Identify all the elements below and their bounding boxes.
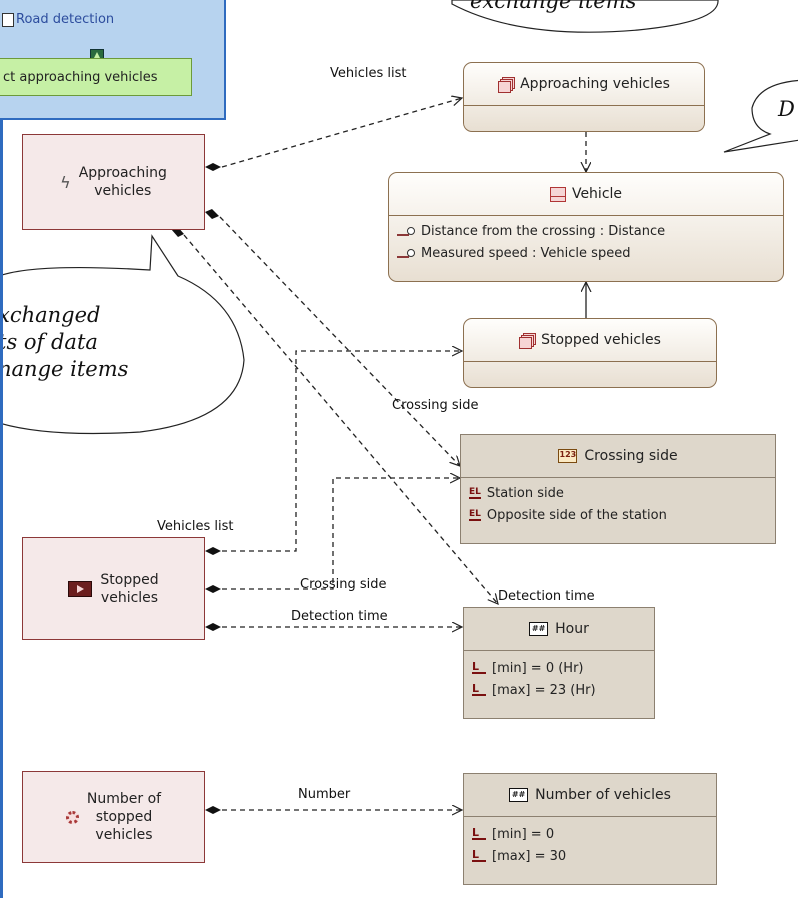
ei-approaching-line1: Approaching [78, 165, 167, 181]
ei-approaching-line2: vehicles [94, 183, 152, 199]
flow-icon [68, 580, 93, 597]
bubble-left-text-3: nange items [0, 357, 129, 381]
class-approaching-title: Approaching vehicles [520, 76, 670, 92]
class-vehicle-title: Vehicle [571, 186, 623, 202]
literal-row[interactable]: EL Opposite side of the station [461, 504, 775, 526]
enum-crossing-title: Crossing side [584, 448, 678, 464]
link-label-crossing-side-mid: Crossing side [392, 398, 479, 413]
function-box[interactable]: ct approaching vehicles [0, 58, 192, 96]
link-stopped-crossing [222, 478, 460, 590]
literal-label: [max] = 30 [492, 848, 567, 864]
bubble-top-text: exchange items [470, 0, 637, 13]
bubble-left-text-1: xchanged [0, 303, 101, 327]
exchange-item-number[interactable]: Number of stopped vehicles [22, 771, 205, 863]
literal-row[interactable]: L [min] = 0 [464, 823, 716, 845]
link-stopped-list [222, 351, 462, 552]
ei-number-line1: Number of [86, 791, 162, 807]
class-icon [549, 186, 566, 202]
class-approaching-vehicles[interactable]: Approaching vehicles [463, 62, 705, 132]
literal-row[interactable]: EL Station side [461, 482, 775, 504]
literal-row[interactable]: L [min] = 0 (Hr) [464, 657, 654, 679]
numeric-type-hour[interactable]: ## Hour L [min] = 0 (Hr) L [max] = 23 (H… [463, 607, 655, 719]
enum-literal-icon: EL [469, 508, 481, 521]
ei-number-line2: stopped [95, 809, 153, 825]
link-label-detection-time-left: Detection time [291, 609, 388, 624]
link-label-vehicles-list-top: Vehicles list [330, 66, 407, 81]
link-approaching-list [221, 98, 462, 168]
literal-icon: L [472, 661, 486, 674]
function-icon [2, 12, 14, 27]
diamond [205, 806, 221, 814]
numeric-type-number[interactable]: ## Number of vehicles L [min] = 0 L [max… [463, 773, 717, 885]
bubble-left-text-2: ts of data [0, 330, 98, 354]
literal-icon: L [472, 849, 486, 862]
ei-stopped-line1: Stopped [100, 571, 159, 588]
gear-icon [65, 810, 79, 824]
property-row[interactable]: Distance from the crossing : Distance [389, 220, 783, 242]
bubble-right-text: D [778, 97, 795, 121]
class-stopped-title: Stopped vehicles [541, 332, 661, 348]
property-icon [397, 248, 415, 258]
literal-label: Station side [486, 485, 564, 501]
numeric-number-title: Number of vehicles [535, 787, 671, 803]
property-label: Distance from the crossing : Distance [421, 223, 666, 239]
property-label: Measured speed : Vehicle speed [421, 245, 631, 261]
collection-icon [519, 333, 537, 349]
link-label-detection-time-top: Detection time [498, 589, 595, 604]
property-row[interactable]: Measured speed : Vehicle speed [389, 242, 783, 264]
literal-label: [min] = 0 [492, 826, 555, 842]
literal-row[interactable]: L [max] = 30 [464, 845, 716, 867]
literal-label: [max] = 23 (Hr) [492, 682, 596, 698]
bubble-right [723, 79, 798, 153]
link-label-vehicles-list-left: Vehicles list [157, 519, 234, 534]
diamond [205, 585, 221, 593]
literal-label: Opposite side of the station [486, 507, 667, 523]
frame-title-label: Road detection [16, 12, 115, 27]
enumeration-icon: 123 [558, 449, 578, 463]
literal-icon: L [472, 827, 486, 840]
link-label-crossing-side-left: Crossing side [300, 577, 387, 592]
link-label-number: Number [298, 787, 351, 802]
frame-title: Road detection [2, 12, 114, 27]
numeric-type-icon: ## [529, 622, 549, 636]
exchange-item-approaching[interactable]: ϟ Approaching vehicles [22, 134, 205, 230]
bubble-left [0, 234, 245, 435]
class-vehicle[interactable]: Vehicle Distance from the crossing : Dis… [388, 172, 784, 282]
literal-row[interactable]: L [max] = 23 (Hr) [464, 679, 654, 701]
enum-literal-icon: EL [469, 486, 481, 499]
collection-icon [498, 77, 516, 93]
link-approaching-crossing [219, 216, 460, 466]
function-label: ct approaching vehicles [3, 69, 158, 85]
diamond [205, 547, 221, 555]
literal-label: [min] = 0 (Hr) [492, 660, 584, 676]
event-icon: ϟ [60, 172, 71, 192]
bubble-top [451, 0, 719, 33]
numeric-hour-title: Hour [555, 621, 589, 637]
literal-icon: L [472, 683, 486, 696]
function-frame-edge [0, 0, 3, 898]
numeric-type-icon: ## [509, 788, 529, 802]
class-stopped-vehicles[interactable]: Stopped vehicles [463, 318, 717, 388]
diamond [205, 209, 219, 219]
ei-stopped-line2: vehicles [100, 589, 159, 606]
ei-number-line3: vehicles [95, 827, 153, 843]
link-approaching-hour [183, 234, 498, 604]
diamond [205, 163, 221, 171]
property-icon [397, 226, 415, 236]
diamond [205, 623, 221, 631]
enum-crossing-side[interactable]: 123 Crossing side EL Station side EL Opp… [460, 434, 776, 544]
exchange-item-stopped[interactable]: Stopped vehicles [22, 537, 205, 640]
